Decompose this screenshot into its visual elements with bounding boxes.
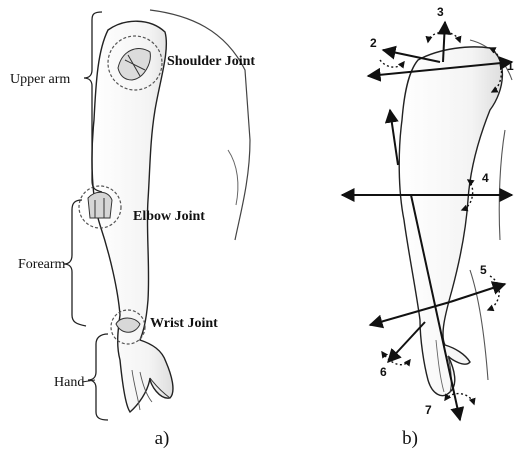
panel-b: 1 2 3 4 5 6 7 b): [342, 5, 514, 449]
dof-label-5: 5: [480, 263, 487, 277]
upper-arm-label: Upper arm: [10, 72, 70, 87]
dof-label-6: 6: [380, 365, 387, 379]
rotation-7-arc: [445, 394, 474, 404]
wrist-joint-label: Wrist Joint: [150, 316, 218, 331]
elbow-joint-label: Elbow Joint: [133, 209, 205, 224]
rotation-5-arc: [488, 276, 499, 310]
rotation-2-arc: [380, 60, 404, 67]
axis-upperarm-arrow: [390, 110, 398, 165]
dof-label-3: 3: [437, 5, 444, 19]
dof-label-4: 4: [482, 171, 489, 185]
dof-label-7: 7: [425, 403, 432, 417]
hand-brace: [88, 334, 108, 420]
dof-label-1: 1: [507, 59, 514, 73]
panel-a-caption: a): [155, 428, 170, 449]
axis-6-arrow: [388, 322, 425, 362]
panel-b-caption: b): [402, 428, 418, 449]
shoulder-joint-label: Shoulder Joint: [167, 54, 255, 69]
arm-silhouette-b: [399, 47, 502, 396]
forearm-label: Forearm: [18, 257, 66, 272]
panel-a: Upper arm Forearm Hand Shoulder Joint El…: [10, 10, 255, 449]
hand-label: Hand: [54, 375, 84, 390]
elbow-joint-icon: [88, 192, 112, 218]
dof-label-2: 2: [370, 36, 377, 50]
